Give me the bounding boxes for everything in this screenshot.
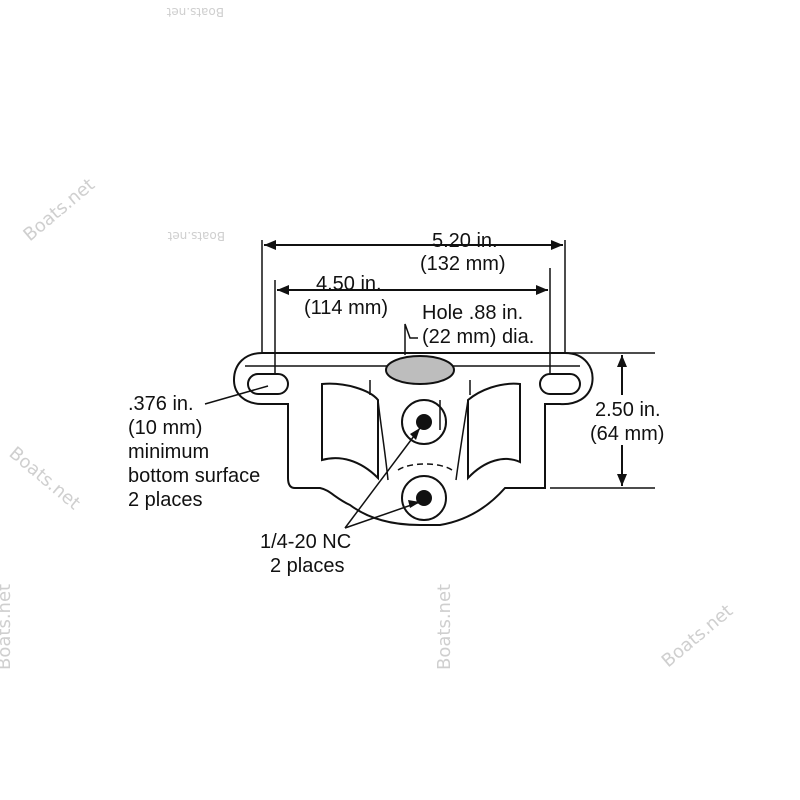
surface-label-line2: (10 mm) <box>128 417 202 439</box>
threaded-hole-upper-outer <box>401 399 447 445</box>
watermark-bottom-right: Boats.net <box>658 600 737 671</box>
watermark-upper-left: Boats.net <box>20 174 99 245</box>
threaded-hole-upper-inner <box>416 414 432 430</box>
surface-label-line1: .376 in. <box>128 393 194 415</box>
hole-spacing-label-mm: (114 mm) <box>304 297 388 319</box>
center-hole <box>385 355 455 385</box>
overall-width-label-mm: (132 mm) <box>420 253 506 275</box>
surface-label-line4: bottom surface <box>128 465 260 487</box>
threaded-hole-lower-inner <box>416 490 432 506</box>
bracket-riser-center <box>377 399 469 481</box>
watermark-left-edge: Boats.net <box>0 584 15 670</box>
thread-label-line2: 2 places <box>270 555 345 577</box>
bracket-flange-outline <box>232 352 594 526</box>
watermark-left: Boats.net <box>5 443 84 514</box>
overall-width-label-in: 5.20 in. <box>432 230 498 252</box>
thread-leader-arrow-lower <box>408 500 420 508</box>
watermark-mid-left: Boats.net <box>167 229 225 243</box>
hole-spacing-arrow-left <box>277 285 289 295</box>
watermark-top: Boats.net <box>166 5 224 19</box>
height-arrow-top <box>617 355 627 367</box>
hole-leader <box>404 323 418 355</box>
slot-right <box>539 373 581 395</box>
threaded-hole-lower-hidden-arc <box>397 463 453 471</box>
height-arrow-bottom <box>617 474 627 486</box>
thread-label-line1: 1/4-20 NC <box>260 531 351 553</box>
thread-leader-arrow-upper <box>410 428 420 440</box>
height-label-in: 2.50 in. <box>595 399 661 421</box>
bracket-riser-left <box>321 382 379 481</box>
surface-label-line5: 2 places <box>128 489 203 511</box>
watermark-bottom-center: Boats.net <box>434 584 455 670</box>
hole-spacing-label-in: 4.50 in. <box>316 273 382 295</box>
thread-leader-upper <box>344 427 421 529</box>
height-label-mm: (64 mm) <box>590 423 664 445</box>
bracket-web-lines <box>369 380 471 430</box>
overall-width-arrow-left <box>264 240 276 250</box>
overall-width-arrow-right <box>551 240 563 250</box>
surface-label-line3: minimum <box>128 441 209 463</box>
hole-spacing-arrow-right <box>536 285 548 295</box>
surface-leader <box>204 385 269 405</box>
bracket-riser-right <box>467 382 521 481</box>
threaded-hole-lower-outer <box>401 475 447 521</box>
thread-leader-lower <box>344 501 421 529</box>
slot-left <box>247 373 289 395</box>
hole-label-line2: (22 mm) dia. <box>422 326 534 348</box>
hole-label-line1: Hole .88 in. <box>422 302 523 324</box>
